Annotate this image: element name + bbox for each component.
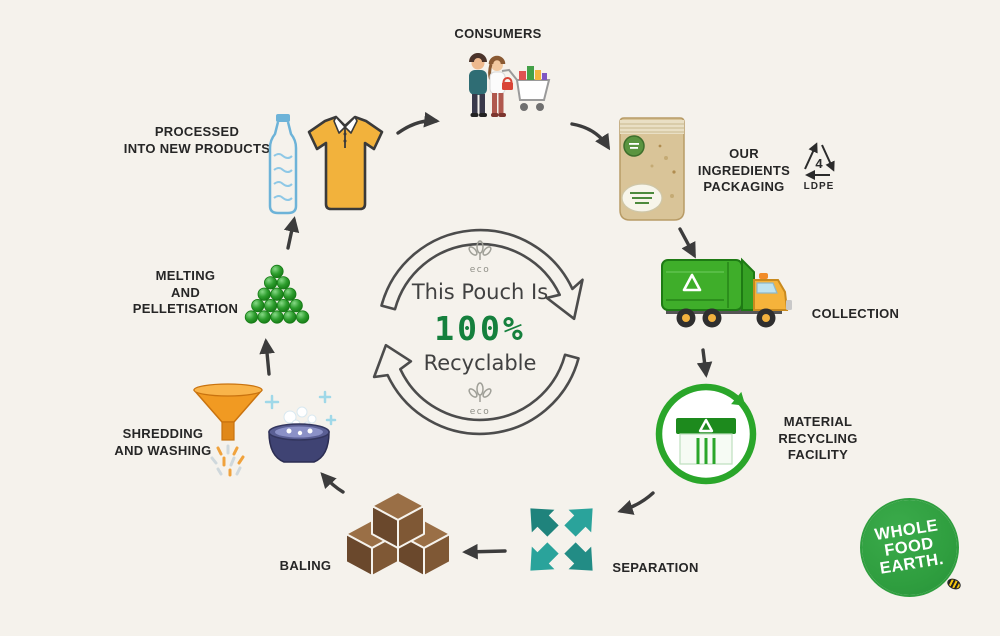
separation-arrows-icon — [514, 492, 609, 592]
center-claim: This Pouch Is 100% Recyclable — [380, 280, 580, 375]
polo-shirt-icon — [303, 112, 388, 222]
label-processed-line2: INTO NEW PRODUCTS — [123, 140, 271, 156]
ldpe-recycling-symbol-icon: 4 LDPE — [796, 134, 842, 197]
label-melting-line2: AND — [170, 284, 201, 300]
label-processed-line1: PROCESSED — [154, 124, 240, 139]
recycling-facility-icon — [650, 378, 762, 495]
bee-icon — [945, 576, 963, 592]
label-processed: PROCESSED INTO NEW PRODUCTS — [112, 124, 282, 157]
label-mrf: MATERIAL RECYCLING FACILITY — [768, 414, 868, 464]
pellets-icon — [243, 263, 311, 330]
eco-motif-bottom: eco — [463, 382, 497, 417]
pouch-icon — [612, 106, 692, 231]
label-baling: BALING — [279, 558, 332, 573]
washing-tub-icon — [262, 390, 337, 475]
claim-line-1: This Pouch Is — [411, 280, 549, 304]
label-collection: COLLECTION — [811, 306, 900, 321]
whole-food-earth-logo: WHOLE FOOD EARTH. — [862, 500, 963, 595]
label-packaging-line1: OUR INGREDIENTS — [697, 146, 791, 178]
label-shredding: SHREDDING AND WASHING — [108, 426, 218, 459]
arrow-consumers-to-packaging — [570, 122, 611, 151]
label-consumers: CONSUMERS — [454, 26, 542, 41]
garbage-truck-icon — [658, 246, 793, 341]
label-packaging: OUR INGREDIENTS PACKAGING — [688, 146, 800, 196]
claim-line-3: Recyclable — [423, 351, 537, 375]
eco-leaf-icon — [468, 382, 492, 402]
logo-text: WHOLE FOOD EARTH. — [874, 516, 946, 578]
claim-percentage: 100% — [434, 309, 526, 348]
label-mrf-line2: RECYCLING — [778, 430, 858, 446]
arrow-shredding-to-melting — [259, 338, 275, 376]
arrow-collection-to-mrf — [696, 348, 713, 378]
label-separation: SEPARATION — [612, 560, 699, 575]
label-melting-line3: PELLETISATION — [132, 301, 239, 317]
baling-cubes-icon — [342, 488, 454, 593]
arrow-melting-to-products — [283, 216, 300, 250]
label-packaging-line2: PACKAGING — [703, 179, 785, 195]
ldpe-label: LDPE — [804, 181, 835, 192]
eco-label-bottom: eco — [469, 407, 491, 417]
label-melting: MELTING AND PELLETISATION — [128, 268, 243, 318]
shredding-funnel-icon — [188, 382, 273, 482]
arrow-separation-to-baling — [462, 543, 507, 560]
label-mrf-line3: FACILITY — [787, 447, 849, 463]
arrow-products-to-consumers — [396, 111, 440, 135]
eco-leaf-icon — [468, 240, 492, 260]
label-shredding-line2: AND WASHING — [114, 442, 212, 458]
label-melting-line1: MELTING — [155, 268, 216, 283]
eco-label-top: eco — [469, 265, 491, 275]
label-mrf-line1: MATERIAL — [783, 414, 853, 429]
consumers-illustration-icon — [445, 50, 560, 133]
eco-motif-top: eco — [463, 240, 497, 275]
arrow-mrf-to-separation — [617, 491, 655, 515]
ldpe-number: 4 — [815, 156, 823, 171]
water-bottle-icon — [262, 112, 304, 222]
label-shredding-line1: SHREDDING — [122, 426, 204, 441]
arrow-baling-to-shredding — [320, 472, 345, 494]
